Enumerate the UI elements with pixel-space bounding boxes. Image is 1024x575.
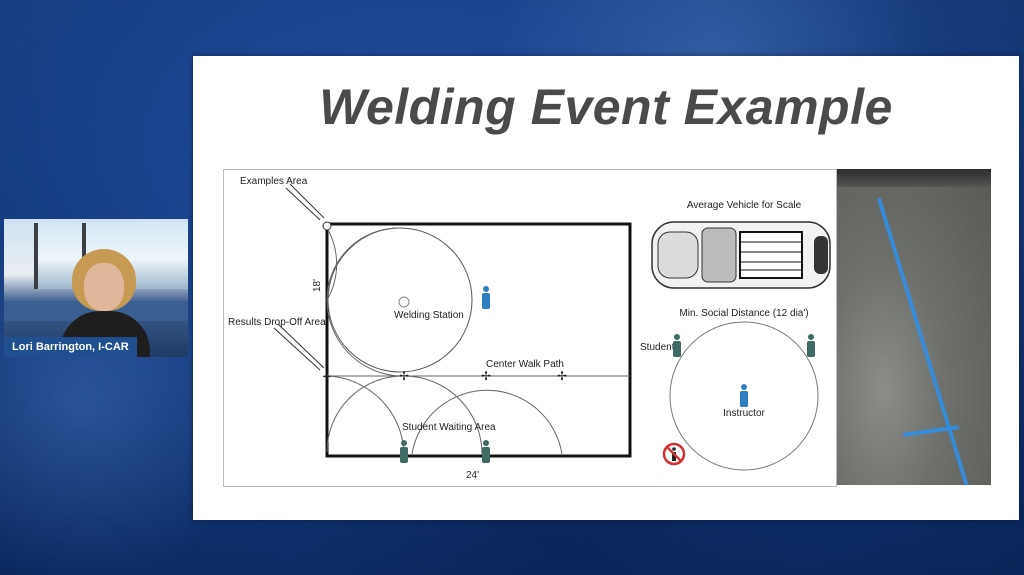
student-left-icon xyxy=(673,334,681,357)
social-distance-circle xyxy=(669,321,819,471)
instructor-label: Instructor xyxy=(723,408,765,419)
waiting-student-icon xyxy=(482,440,490,463)
floor-tape-line xyxy=(877,197,969,485)
room-width-label: 24' xyxy=(466,470,479,481)
svg-text:✢: ✢ xyxy=(557,369,567,383)
slide-title: Welding Event Example xyxy=(319,79,893,135)
layout-diagram-svg: ✢ ✢ ✢ ✢ Examples Area Results Drop-Off A… xyxy=(228,176,831,481)
student-label: Student xyxy=(640,342,675,353)
examples-corner-marker xyxy=(322,221,332,231)
layout-diagram: ✢ ✢ ✢ ✢ Examples Area Results Drop-Off A… xyxy=(223,169,837,487)
vehicle-scale-label: Average Vehicle for Scale xyxy=(687,200,802,211)
participant-video-tile[interactable]: Lori Barrington, I-CAR xyxy=(4,219,188,357)
welding-station-circle xyxy=(327,227,473,373)
student-right-icon xyxy=(807,334,815,357)
svg-text:✢: ✢ xyxy=(323,372,331,383)
welding-torch-icon xyxy=(398,296,410,308)
room-height-label: 18' xyxy=(312,279,323,292)
room-outline xyxy=(325,222,632,458)
examples-area-label: Examples Area xyxy=(240,176,308,187)
svg-text:✢: ✢ xyxy=(481,369,491,383)
participant-name-tag: Lori Barrington, I-CAR xyxy=(4,337,137,357)
presentation-slide: Welding Event Example ✢ ✢ ✢ ✢ xyxy=(193,56,1019,520)
welding-station-label: Welding Station xyxy=(394,310,464,321)
results-dropoff-label: Results Drop-Off Area xyxy=(228,317,326,328)
center-walk-path-label: Center Walk Path xyxy=(486,359,564,370)
room-person-blue-icon xyxy=(482,286,490,309)
svg-text:✢: ✢ xyxy=(399,369,409,383)
no-pedestrian-icon xyxy=(662,442,686,466)
instructor-icon xyxy=(740,384,748,407)
social-distance-label: Min. Social Distance (12 dia') xyxy=(679,308,808,319)
waiting-student-icon xyxy=(400,440,408,463)
vehicle-topview-icon xyxy=(651,221,831,289)
participant-face xyxy=(84,263,124,311)
floor-tape-photo xyxy=(837,169,991,485)
photo-background-equipment xyxy=(837,169,991,187)
student-waiting-area-label: Student Waiting Area xyxy=(402,422,496,433)
path-markers: ✢ ✢ ✢ ✢ xyxy=(323,369,567,383)
